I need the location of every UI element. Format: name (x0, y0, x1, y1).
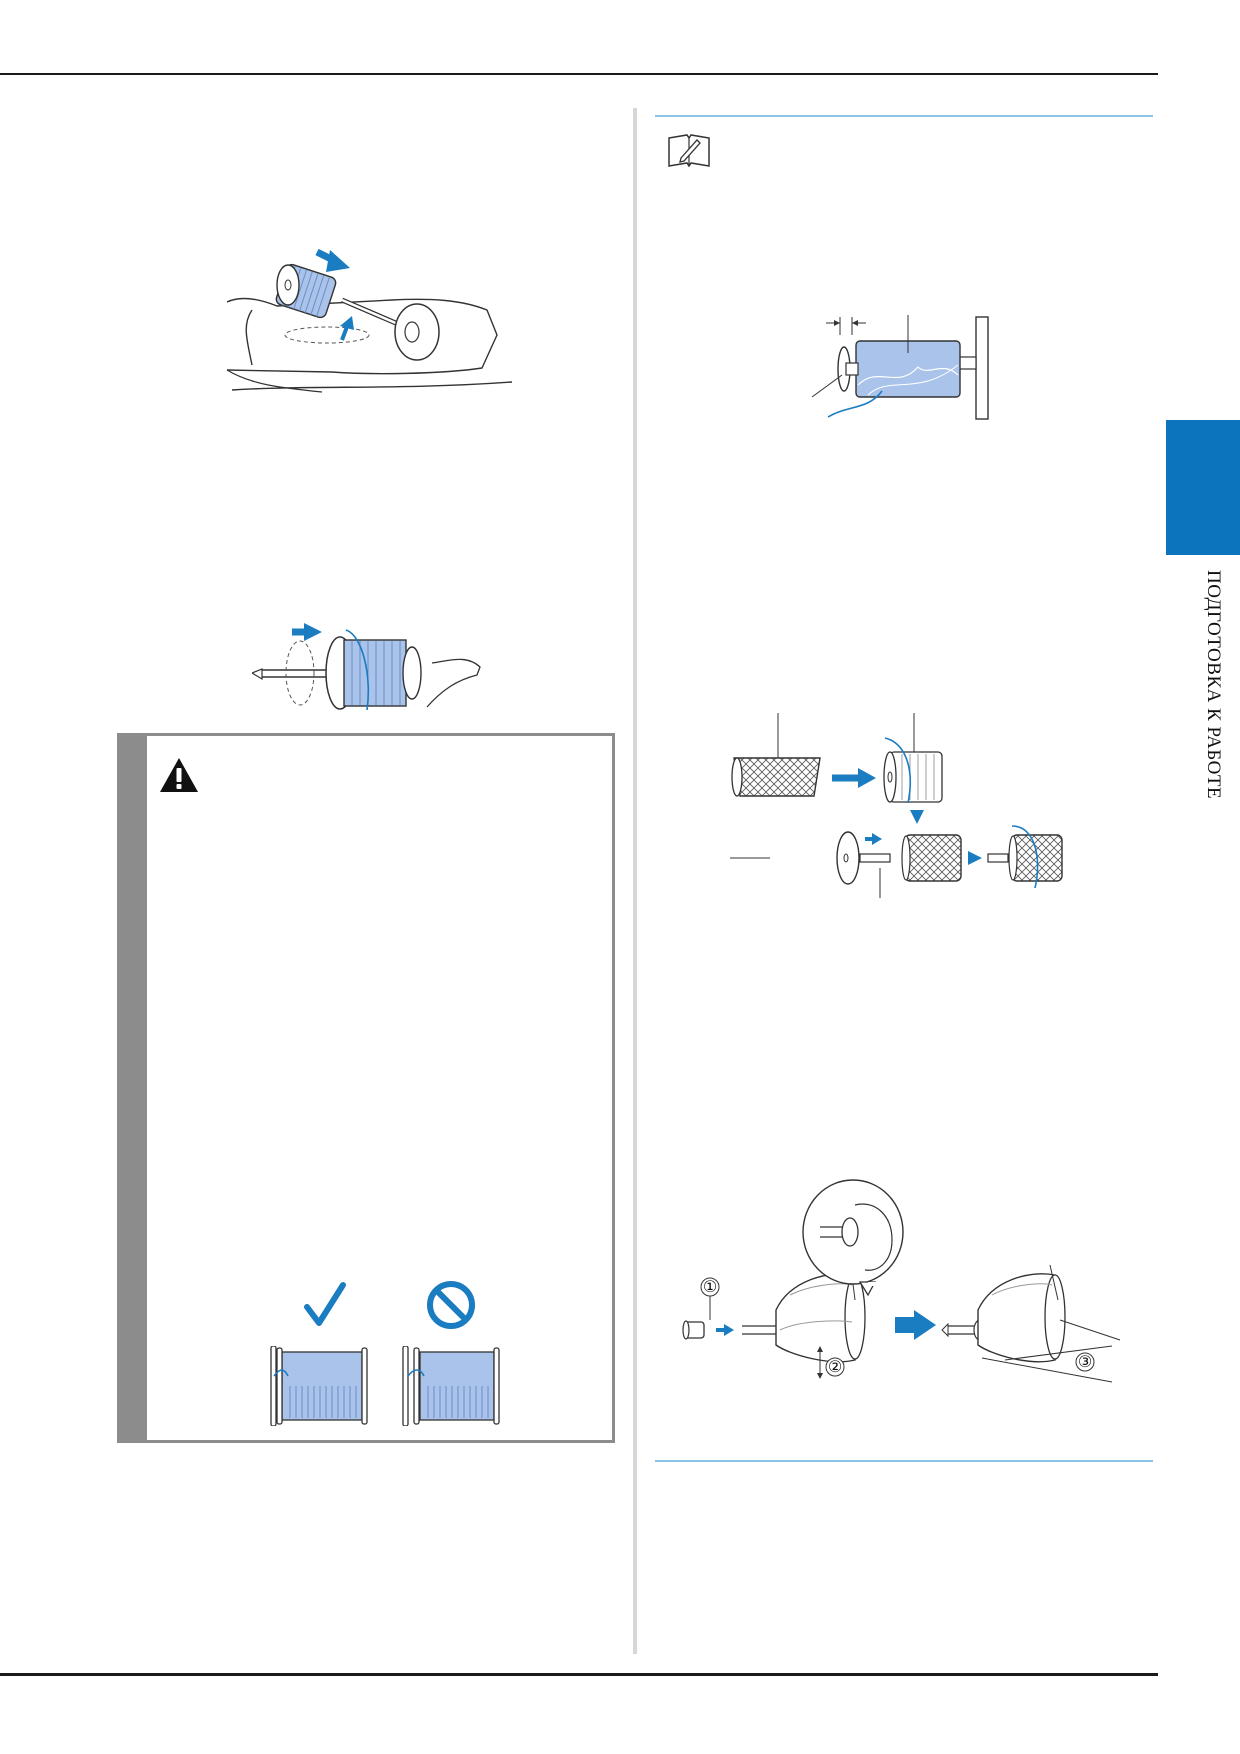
memo-pencil-icon (668, 134, 710, 168)
incorrect-spool-illustration (402, 1346, 500, 1426)
top-rule (0, 73, 1158, 75)
spool-pin-figure (226, 248, 512, 393)
prohibited-icon (427, 1281, 475, 1329)
spool-cap-figure (252, 623, 481, 711)
bottom-rule (0, 1673, 1158, 1676)
warning-box-bar (120, 736, 147, 1440)
callout-2: ② (828, 1357, 842, 1376)
checkmark-icon (304, 1282, 346, 1326)
memo-bottom-rule (655, 1460, 1153, 1462)
spool-net-figure (730, 713, 1063, 898)
correct-spool-illustration (270, 1346, 368, 1426)
chapter-tab-label: ПОДГОТОВКА К РАБОТЕ (1203, 570, 1224, 800)
callout-1: ① (703, 1277, 717, 1296)
warning-triangle-icon (160, 758, 198, 792)
column-divider (633, 108, 637, 1654)
cone-spool-figure: ① ② ③ (682, 1179, 1121, 1383)
spool-clearance-figure (811, 315, 989, 420)
chapter-tab (1166, 420, 1240, 555)
warning-box (117, 733, 615, 1443)
callout-3: ③ (1078, 1352, 1092, 1371)
memo-top-rule (655, 115, 1153, 117)
